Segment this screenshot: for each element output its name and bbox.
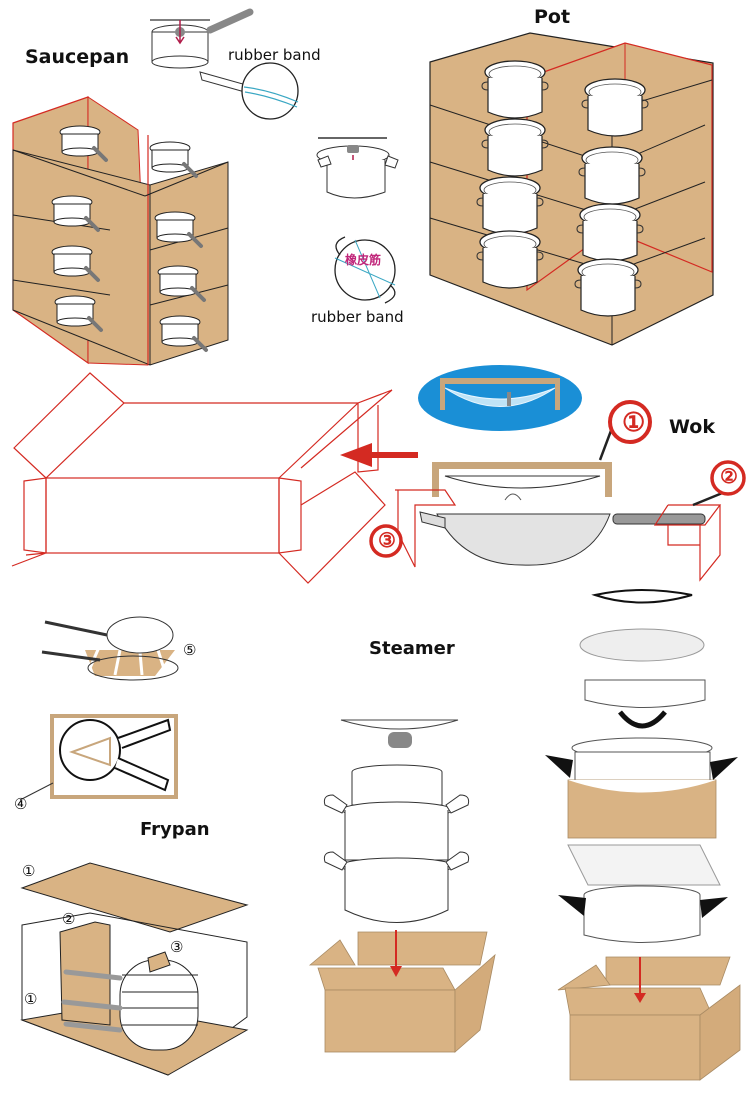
frypan-stacked-illustration: [41, 616, 179, 681]
wok-illustration: [419, 462, 706, 566]
frypan-box-illustration: [20, 862, 249, 1076]
annotation-rubber-band-chinese: 橡皮筋: [345, 253, 382, 267]
frypan-marker-2: ②: [62, 910, 76, 928]
frypan-marker-bottom-1: ①: [24, 990, 38, 1008]
pot-shelf-illustration: [429, 32, 714, 346]
frypan-marker-5: ⑤: [183, 641, 197, 659]
annotation-rubber-band-bottom: rubber band: [311, 308, 404, 326]
marker-circle-3: [369, 524, 403, 558]
section-title-wok: Wok: [669, 416, 715, 438]
saucepan-shelf-illustration: [12, 96, 229, 366]
section-title-frypan: Frypan: [140, 819, 210, 840]
section-title-steamer: Steamer: [369, 638, 455, 659]
wok-support-right: [653, 504, 722, 582]
steamer-box-right: [557, 956, 741, 1081]
step-marker-1: ①: [622, 407, 646, 437]
arrowhead-icon: [340, 443, 372, 467]
step-marker-3: ③: [378, 530, 396, 552]
marker-circle-2: [710, 460, 746, 496]
saucepan-lid-illustration: [150, 8, 299, 120]
steamer-exploded-illustration: [545, 589, 738, 943]
pot-lid-illustration: [316, 137, 399, 199]
wok-box-outline: [11, 372, 393, 584]
rubber-band-illustration: [334, 236, 396, 304]
marker-circle-1: [608, 400, 652, 444]
steamer-pot-illustration: [323, 719, 470, 923]
frypan-frame-illustration: [19, 714, 178, 801]
annotation-rubber-band-top: rubber band: [228, 46, 321, 64]
section-title-saucepan: Saucepan: [25, 46, 130, 68]
wok-lid-zoom-lens: [418, 365, 582, 431]
frypan-marker-top-1: ①: [22, 862, 36, 880]
step-marker-2: ②: [720, 466, 738, 488]
section-title-pot: Pot: [534, 6, 571, 28]
steamer-box-center: [308, 930, 496, 1053]
frypan-marker-4: ④: [14, 795, 28, 813]
frypan-marker-3: ③: [170, 938, 184, 956]
